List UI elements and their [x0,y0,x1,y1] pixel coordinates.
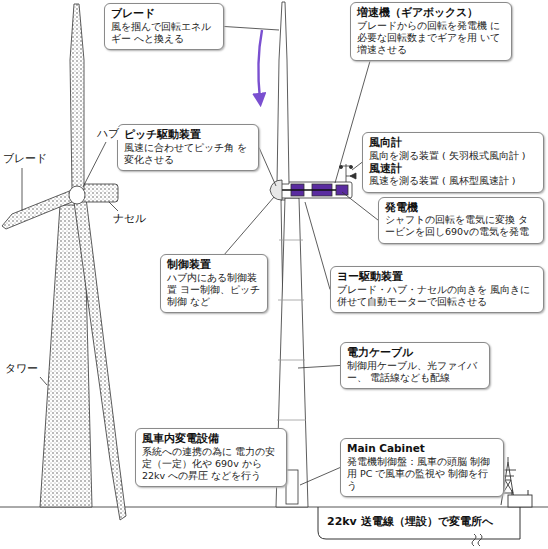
leader-line [259,147,276,186]
callout-body: 風速を測る装置 ( 風杯型風速計 ) [369,175,537,187]
callout-box: 風車内変電設備系統への連携の為に 電力の安定（一定）化や 690v から 22k… [135,428,287,487]
callout-box: ブレード風を掴んで回転エネルギー へと換える [104,3,224,50]
callout-heading: Main Cabinet [347,442,497,456]
callout-heading: 風向計 [369,136,537,150]
callout-box: ピッチ駆動装置風速に合わせてピッチ角 を変化させる [117,124,259,171]
callout-heading: ピッチ駆動装置 [124,128,252,142]
callout-heading: 増速機（ギアボックス） [357,6,505,20]
callout-box: 風向計風向を測る装置 ( 矢羽根式風向計 )風速計風速を測る装置 ( 風杯型風速… [362,132,544,193]
callout-heading: ブレード [111,7,217,21]
callout-body: 制御用ケーブル、光ファイバー、 電話線なども配線 [347,360,483,384]
left-blade-down [74,198,126,520]
part-label: タワー [4,362,39,375]
callout-box: Main Cabinet発電機制御盤：風車の頭脳 制御用 PC で風車の監視や … [340,438,504,497]
right-blade-up [277,2,289,184]
callout-heading: 発電機 [385,201,537,215]
buried-cable [318,507,520,539]
callout-box: 電力ケーブル制御用ケーブル、光ファイバー、 電話線なども配線 [340,342,490,389]
callout-heading: 制御装置 [167,258,261,272]
callout-body: 風速に合わせてピッチ角 を変化させる [124,142,252,166]
anemometer-mast [346,164,347,182]
callout-body: シャフトの回転を電気に変換 タービンを回し690vの電気を発電 [385,214,537,238]
left-hub [69,186,85,204]
callout-heading: 風車内変電設備 [142,432,280,446]
callout-body: 風を掴んで回転エネルギー へと換える [111,21,217,45]
leader-line [305,202,330,289]
callout-heading: ヨー駆動装置 [337,270,537,284]
break-mark [472,534,482,546]
tower-door [286,470,298,504]
callout-body: 発電機制御盤：風車の頭脳 制御用 PC で風車の監視や 制御を行う [347,456,497,492]
leader-line [224,26,279,30]
callout-heading: 電力ケーブル [347,346,483,360]
callout-body: 系統への連携の為に 電力の安定（一定）化や 690v から 22kv への昇圧 … [142,446,280,482]
cable-note: 22kv 送電線（埋設）で変電所へ [326,515,494,528]
callout-box: ヨー駆動装置ブレード・ハブ・ナセルの向きを 風向きに併せて自動モーターで回転させ… [330,266,544,313]
callout-box: 制御装置ハブ内にある制御装置 ヨー制御、ピッチ制御 など [160,254,268,313]
callout-box: 発電機シャフトの回転を電気に変換 タービンを回し690vの電気を発電 [378,197,544,244]
callout-body: 風向を測る装置 ( 矢羽根式風向計 ) [369,150,537,162]
callout-box: 増速機（ギアボックス）ブレードからの回転を発電機 に必要な回転数までギアを用 い… [350,2,512,61]
leader-line [342,192,378,220]
part-label: ブレード [2,152,48,165]
left-blade-up [70,4,84,190]
left-turbine [2,4,126,520]
left-blade-left [2,190,72,229]
label-leaders [22,142,118,385]
right-hub [270,180,282,200]
part-label: ハブ [96,127,120,140]
callout-body: ブレード・ハブ・ナセルの向きを 風向きに併せて自動モーターで回転させる [337,284,537,308]
leader-line [300,468,340,485]
substation [508,495,532,507]
callout-heading: 風速計 [369,162,537,176]
part-label: ナセル [112,212,147,225]
rotation-arrow [258,30,262,100]
leader-line [225,197,274,254]
callout-body: ブレードからの回転を発電機 に必要な回転数までギアを用 いて増速させる [357,20,505,56]
yaw-block [336,185,348,195]
callout-body: ハブ内にある制御装置 ヨー制御、ピッチ制御 など [167,272,261,308]
right-nacelle [280,182,352,198]
leader-line [352,162,362,170]
leader-line [298,365,340,368]
